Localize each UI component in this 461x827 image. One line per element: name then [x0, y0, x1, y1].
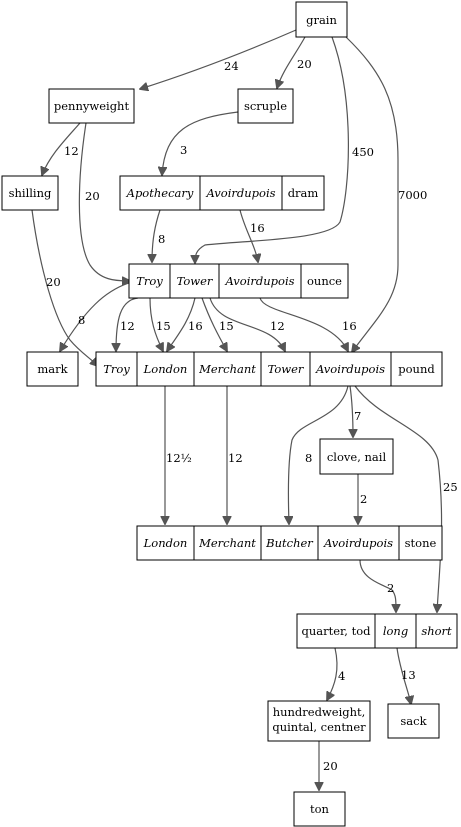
node-ounce-avoirdupois: Avoirdupois	[224, 274, 294, 288]
node-dram-apothecary: Apothecary	[126, 186, 194, 200]
edge-label-troy-ounce-london-pound: 15	[156, 319, 171, 333]
node-quarter-short: short	[421, 624, 452, 638]
node-quarter: quarter, tod long short	[296, 613, 458, 649]
edge-label-troy-ounce-troy-pound: 12	[120, 319, 135, 333]
node-mark-label: mark	[37, 362, 68, 376]
edge-scruple-apothecary-dram	[162, 111, 239, 175]
edge-label-quarter-hundredweight: 4	[338, 669, 345, 683]
edge-avoir-pound-short-quarter	[354, 385, 443, 612]
edge-label-scruple-apothecary-dram: 3	[180, 143, 187, 157]
edge-label-avoir-dram-avoir-ounce: 16	[250, 221, 265, 235]
node-pound-tower: Tower	[268, 362, 305, 376]
node-stone-avoirdupois: Avoirdupois	[323, 536, 393, 550]
edge-avoir-ounce-avoir-pound	[259, 297, 348, 351]
edge-label-avoir-ounce-avoir-pound: 16	[342, 319, 357, 333]
node-stone-name: stone	[405, 536, 437, 550]
edge-label-long-quarter-sack: 13	[401, 668, 416, 682]
text-line: hundredweight,	[273, 705, 366, 719]
node-ounce-name: ounce	[307, 274, 342, 288]
edge-label-hundredweight-ton: 20	[323, 759, 338, 773]
node-ounce-troy: Troy	[136, 274, 163, 288]
edge-label-pennyweight-troy-ounce: 20	[85, 189, 100, 203]
node-grain-label: grain	[306, 13, 337, 27]
node-stone-london: London	[143, 536, 188, 550]
node-pound-avoirdupois: Avoirdupois	[315, 362, 385, 376]
node-ton-label: ton	[310, 802, 330, 816]
edge-label-avoir-pound-short-quarter: 25	[443, 480, 458, 494]
edge-avoir-pound-clove	[350, 385, 353, 437]
node-pound-london: London	[143, 362, 188, 376]
edge-grain-avoir-pound	[345, 36, 399, 352]
node-pennyweight: pennyweight	[48, 88, 135, 124]
edge-troy-ounce-london-pound	[149, 297, 163, 351]
node-shilling: shilling	[1, 175, 59, 211]
edge-troy-ounce-troy-pound	[116, 297, 139, 351]
edge-label-avoir-pound-butcher-stone: 8	[305, 451, 312, 465]
node-dram-avoirdupois: Avoirdupois	[205, 186, 275, 200]
edge-troy-ounce-mark	[60, 281, 133, 351]
edges: 24 20 450 7000 12 20 3 8 16 20 8 12 15 1…	[31, 29, 458, 790]
node-dram-name: dram	[288, 186, 319, 200]
node-quarter-long: long	[383, 624, 408, 638]
edge-label-avoir-stone-long-quarter: 2	[387, 581, 394, 595]
node-scruple-label: scruple	[244, 99, 287, 113]
text-line: quintal, centner	[272, 720, 366, 734]
edge-grain-scruple	[277, 36, 306, 88]
edge-quarter-hundredweight	[327, 647, 338, 700]
edge-tower-ounce-london-pound	[167, 297, 196, 351]
node-sack: sack	[387, 703, 440, 739]
edge-label-grain-tower-ounce: 450	[352, 145, 374, 159]
edge-label-grain-avoir-pound: 7000	[398, 188, 427, 202]
node-shilling-label: shilling	[9, 186, 52, 200]
node-grain: grain	[295, 1, 348, 38]
edge-avoir-pound-butcher-stone	[288, 385, 349, 524]
edge-label-grain-pennyweight: 24	[224, 59, 239, 73]
node-mark: mark	[26, 351, 79, 387]
node-quarter-name: quarter, tod	[302, 624, 372, 638]
node-stone-butcher: Butcher	[265, 536, 314, 550]
node-dram: Apothecary Avoirdupois dram	[119, 175, 325, 211]
node-pound-troy: Troy	[103, 362, 130, 376]
edge-pennyweight-troy-ounce	[78, 122, 130, 281]
edge-label-merchant-pound-merchant-stone: 12	[228, 451, 243, 465]
edge-label-london-pound-london-stone: 12½	[166, 451, 192, 465]
node-clove-label: clove, nail	[327, 450, 387, 464]
edge-tower-ounce-merchant-pound	[201, 297, 227, 351]
edge-avoir-stone-long-quarter	[359, 559, 396, 612]
node-hundredweight: hundredweight,quintal, centner	[267, 700, 371, 742]
node-ounce-tower: Tower	[177, 274, 214, 288]
node-ton: ton	[293, 791, 346, 827]
edge-pennyweight-shilling	[42, 122, 81, 175]
edge-avoir-dram-avoir-ounce	[239, 209, 258, 262]
edge-apothecary-dram-troy-ounce	[152, 209, 161, 262]
edge-label-troy-ounce-mark: 8	[78, 313, 85, 327]
node-pound: Troy London Merchant Tower Avoirdupois p…	[95, 351, 443, 387]
node-stone: London Merchant Butcher Avoirdupois ston…	[136, 525, 443, 561]
edge-label-shilling-troy-pound: 20	[46, 275, 61, 289]
edge-label-tower-ounce-london-pound: 16	[188, 319, 203, 333]
node-stone-merchant: Merchant	[198, 536, 256, 550]
edge-shilling-troy-pound	[31, 209, 98, 366]
node-scruple: scruple	[237, 88, 294, 124]
edge-tower-ounce-tower-pound	[209, 297, 285, 351]
edge-label-tower-ounce-merchant-pound: 15	[219, 319, 234, 333]
edge-long-quarter-sack	[396, 647, 411, 704]
edge-label-apothecary-dram-troy-ounce: 8	[158, 232, 165, 246]
node-pound-name: pound	[398, 362, 435, 376]
edge-grain-pennyweight	[140, 29, 297, 89]
node-pound-merchant: Merchant	[198, 362, 256, 376]
edge-grain-tower-ounce	[195, 36, 349, 263]
node-clove: clove, nail	[319, 438, 394, 475]
node-sack-label: sack	[400, 714, 427, 728]
edge-label-grain-scruple: 20	[297, 57, 312, 71]
edge-label-avoir-pound-clove: 7	[354, 409, 361, 423]
edge-label-pennyweight-shilling: 12	[64, 144, 79, 158]
edge-label-tower-ounce-tower-pound: 12	[270, 319, 285, 333]
edge-label-clove-avoir-stone: 2	[360, 492, 367, 506]
node-ounce: Troy Tower Avoirdupois ounce	[128, 263, 349, 299]
node-pennyweight-label: pennyweight	[54, 99, 130, 113]
node-hundredweight-label: hundredweight,quintal, centner	[272, 705, 366, 734]
